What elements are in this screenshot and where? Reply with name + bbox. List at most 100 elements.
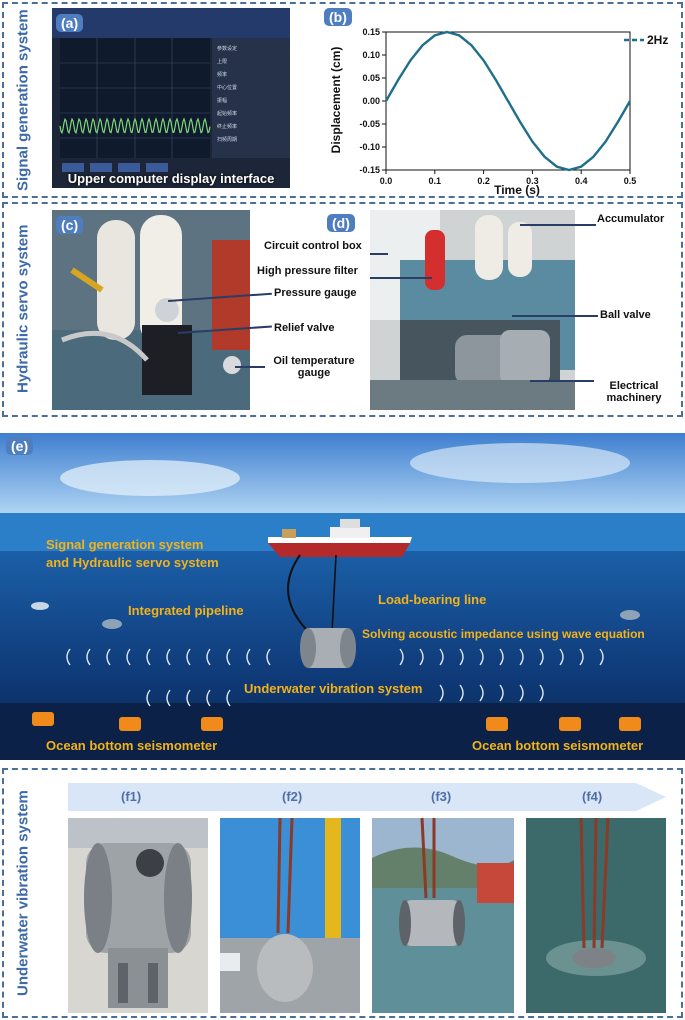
label-ball-valve: Ball valve	[600, 309, 651, 321]
wave-arc	[499, 648, 504, 666]
fish-icon	[31, 602, 49, 610]
underwater-label: Underwater vibration system	[14, 790, 32, 996]
ocean-bottom-seismometer-icon	[559, 717, 581, 731]
svg-text:终止频率: 终止频率	[217, 123, 237, 130]
y-tick-label: 0.10	[362, 50, 380, 60]
panel-b-letter: (b)	[324, 8, 352, 26]
svg-text:上限: 上限	[217, 58, 227, 65]
series-point	[629, 100, 631, 102]
series-point	[519, 121, 521, 123]
series-point	[495, 79, 497, 81]
series-point	[482, 59, 485, 62]
wave-arc	[539, 648, 544, 666]
wave-arc	[146, 689, 151, 707]
label-load-bearing-line: Load-bearing line	[378, 592, 487, 607]
display-caption: Upper computer display interface	[67, 171, 275, 186]
wave-arc	[539, 684, 544, 702]
label-acoustic-impedance: Solving acoustic impedance using wave eq…	[362, 627, 645, 641]
x-tick-label: 0.2	[477, 176, 490, 186]
label-high-pressure-filter: High pressure filter	[257, 265, 358, 277]
panel-a-letter: (a)	[56, 14, 84, 32]
upper-computer-photo: 参数设定上限频率 中心位置振幅起始频率 终止频率扫频周期 Upper compu…	[52, 8, 290, 188]
wave-arc	[439, 684, 444, 702]
svg-text:起始频率: 起始频率	[217, 110, 237, 117]
timeline-arrow	[68, 783, 666, 811]
label-obs-right: Ocean bottom seismometer	[472, 738, 644, 753]
wave-arc	[246, 648, 251, 666]
series-point	[531, 140, 534, 143]
wave-arc	[599, 648, 604, 666]
series-point	[507, 100, 509, 102]
label-accumulator: Accumulator	[597, 213, 665, 225]
leader-filter	[370, 277, 432, 279]
label-f4: (f4)	[582, 789, 603, 804]
series-point	[604, 140, 607, 143]
ocean-bottom-seismometer-icon	[119, 717, 141, 731]
x-tick-label: 0.1	[429, 176, 442, 186]
fish-icon	[102, 619, 122, 629]
wave-arc	[419, 648, 424, 666]
series-point	[421, 44, 424, 46]
hydraulic-photo-c	[52, 210, 250, 410]
wave-arc	[519, 648, 524, 666]
hydraulic-section	[2, 202, 683, 417]
label-obs-left: Ocean bottom seismometer	[46, 738, 218, 753]
wave-arc	[479, 648, 484, 666]
y-tick-label: 0.00	[362, 96, 380, 106]
wave-arc	[499, 684, 504, 702]
wave-arc	[559, 648, 564, 666]
wave-arc	[519, 684, 524, 702]
wave-arc	[186, 689, 191, 707]
label-oil-temperature-gauge: Oil temperature gauge	[273, 355, 355, 379]
x-tick-label: 0.3	[526, 176, 539, 186]
wave-arc	[166, 689, 171, 707]
y-axis-label: Displacement (cm)	[329, 47, 343, 154]
label-ship-system-2: and Hydraulic servo system	[46, 555, 219, 570]
wave-arc	[459, 684, 464, 702]
wave-arc	[86, 648, 91, 666]
filter-icon	[425, 230, 445, 290]
x-axis-label: Time (s)	[494, 183, 540, 197]
temperature-gauge-icon	[223, 356, 241, 374]
photo-f1	[68, 818, 208, 1013]
svg-text:扫频周期: 扫频周期	[217, 136, 237, 143]
series-point	[446, 31, 448, 33]
signal-generation-label: Signal generation system	[14, 9, 32, 191]
panel-e-letter: (e)	[6, 437, 34, 455]
wave-arc	[399, 648, 404, 666]
hydraulic-photo-d	[370, 210, 575, 410]
x-tick-label: 0.0	[380, 176, 393, 186]
label-f3: (f3)	[431, 789, 452, 804]
series-point	[592, 156, 595, 158]
wave-arc	[266, 648, 271, 666]
y-tick-label: -0.10	[359, 142, 380, 152]
wave-arc	[126, 648, 131, 666]
x-tick-label: 0.4	[575, 176, 588, 186]
x-tick-label: 0.5	[624, 176, 637, 186]
vibrator-icon	[300, 628, 356, 668]
ship-icon	[268, 519, 412, 557]
wave-arc	[226, 648, 231, 666]
y-tick-label: -0.15	[359, 165, 380, 175]
underwater-section	[2, 768, 683, 1018]
leader-circuit	[370, 253, 388, 255]
series-point	[617, 121, 619, 123]
series-point	[434, 34, 436, 37]
ocean-bottom-seismometer-icon	[32, 712, 54, 726]
label-electrical-machinery: Electrical machinery	[606, 380, 662, 404]
wave-arc	[146, 648, 151, 666]
ocean-bottom-seismometer-icon	[201, 717, 223, 731]
signal-generation-section	[2, 2, 683, 198]
label-f1: (f1)	[121, 789, 142, 804]
wave-arc	[459, 648, 464, 666]
fish-icon	[620, 610, 640, 620]
wave-arc	[186, 648, 191, 666]
wave-arc	[206, 689, 211, 707]
label-integrated-pipeline: Integrated pipeline	[128, 603, 244, 618]
svg-text:参数设定: 参数设定	[217, 45, 237, 52]
series-point	[580, 165, 582, 168]
label-f2: (f2)	[282, 789, 303, 804]
pressure-gauge-icon	[155, 298, 179, 322]
